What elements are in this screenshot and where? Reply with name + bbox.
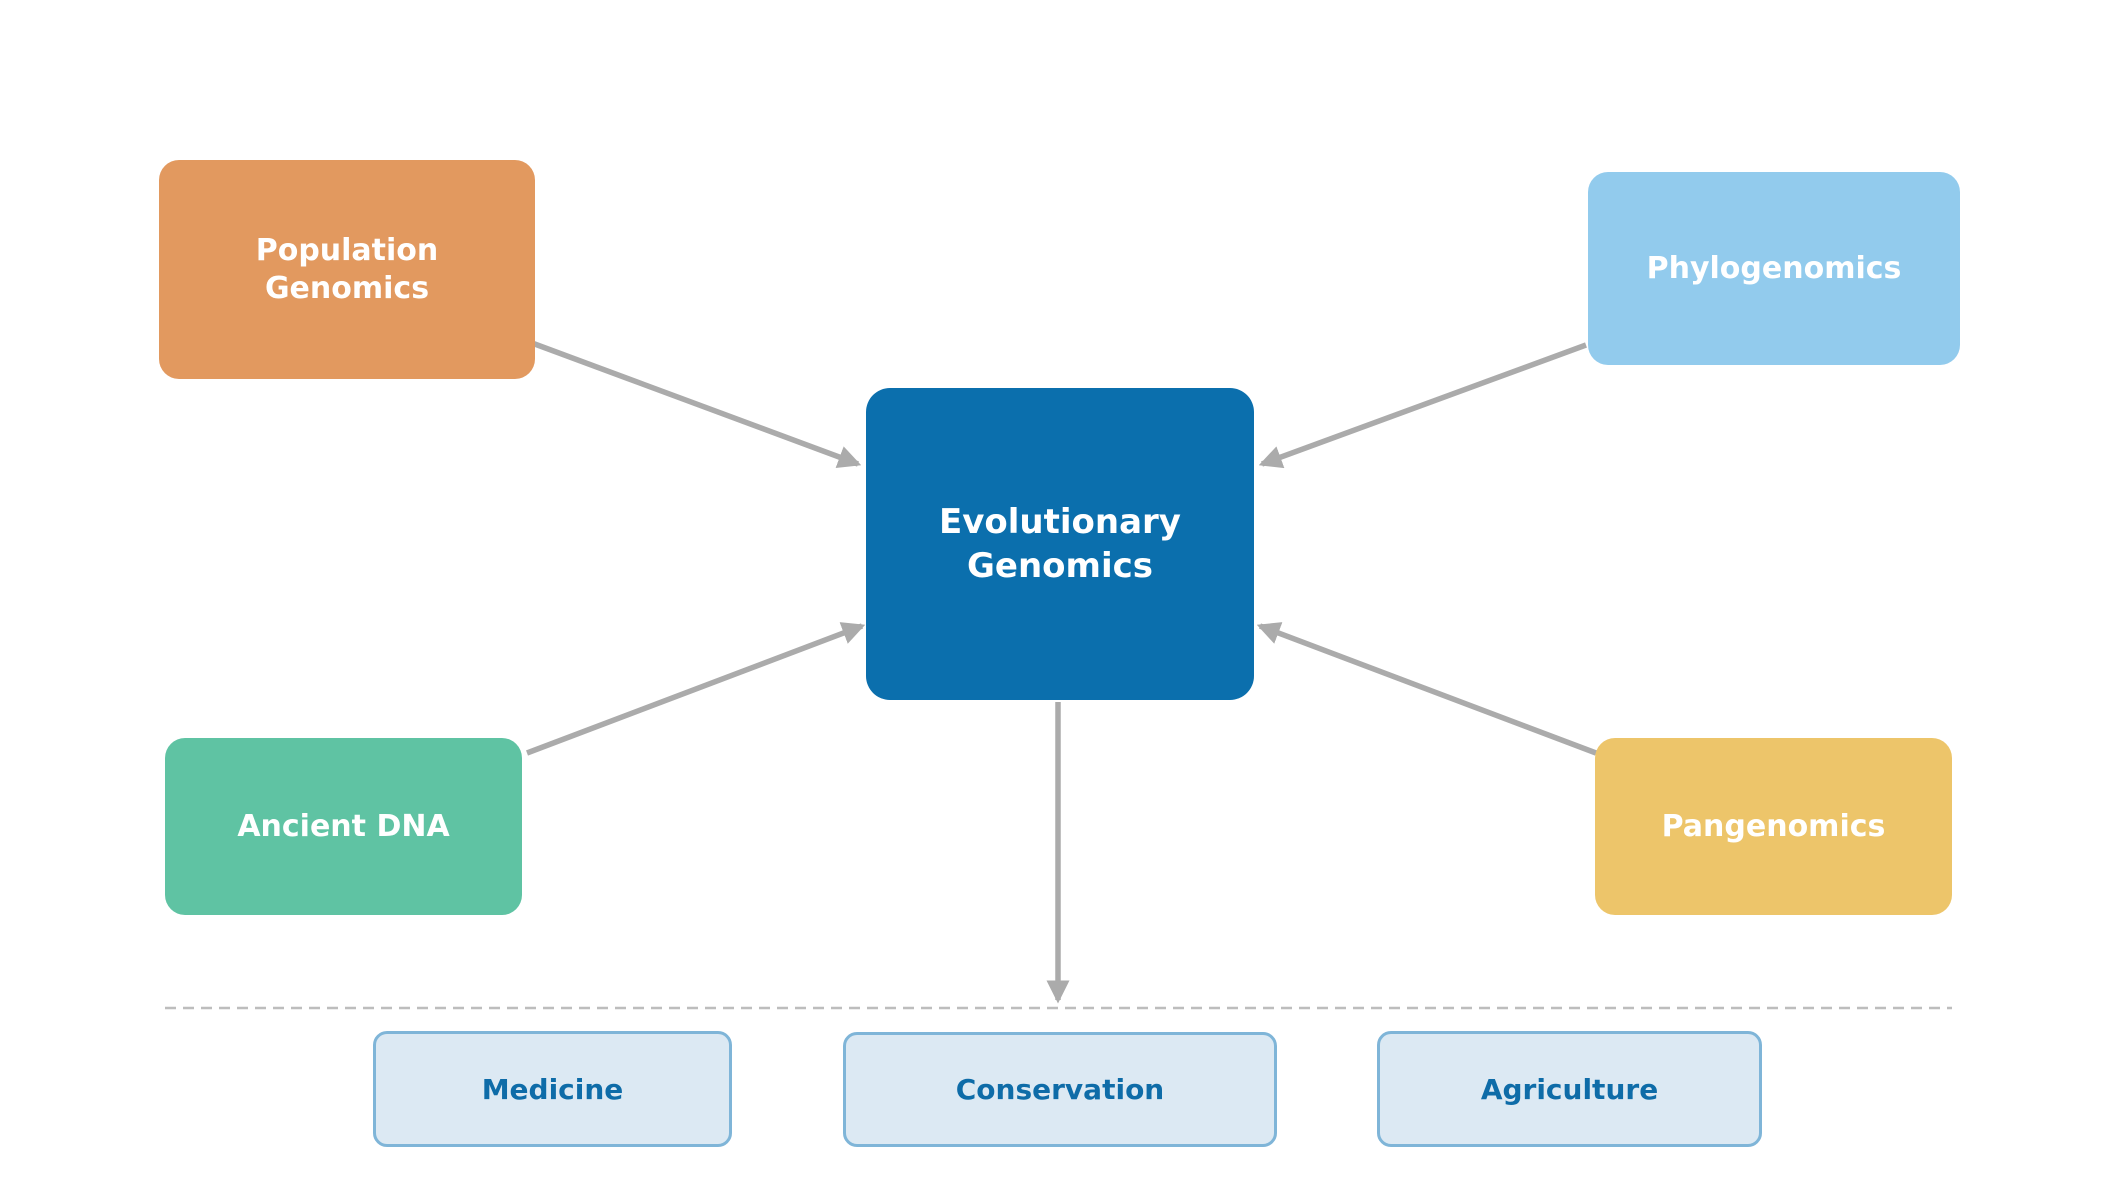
application-medicine-label: Medicine: [481, 1072, 624, 1106]
node-evolutionary-genomics: Evolutionary Genomics: [866, 388, 1254, 700]
node-ancient-dna-label: Ancient DNA: [237, 808, 450, 844]
application-agriculture: Agriculture: [1377, 1031, 1762, 1147]
node-pangenomics: Pangenomics: [1595, 738, 1952, 915]
application-medicine: Medicine: [373, 1031, 732, 1147]
edge-population-to-center: [531, 340, 862, 468]
node-population-genomics: Population Genomics: [159, 160, 535, 379]
application-conservation: Conservation: [843, 1032, 1277, 1147]
node-pangenomics-label: Pangenomics: [1661, 808, 1886, 844]
node-phylogenomics: Phylogenomics: [1588, 172, 1960, 365]
edge-ancient-dna-to-center: [526, 622, 866, 756]
node-phylogenomics-label: Phylogenomics: [1646, 250, 1902, 286]
node-evolutionary-genomics-label: Evolutionary Genomics: [939, 501, 1181, 586]
application-agriculture-label: Agriculture: [1480, 1072, 1659, 1106]
node-population-genomics-label: Population Genomics: [255, 233, 439, 306]
edge-phylogenomics-to-center: [1258, 342, 1587, 469]
edge-pangenomics-to-center: [1256, 622, 1597, 756]
application-conservation-label: Conservation: [955, 1073, 1165, 1106]
node-ancient-dna: Ancient DNA: [165, 738, 522, 915]
